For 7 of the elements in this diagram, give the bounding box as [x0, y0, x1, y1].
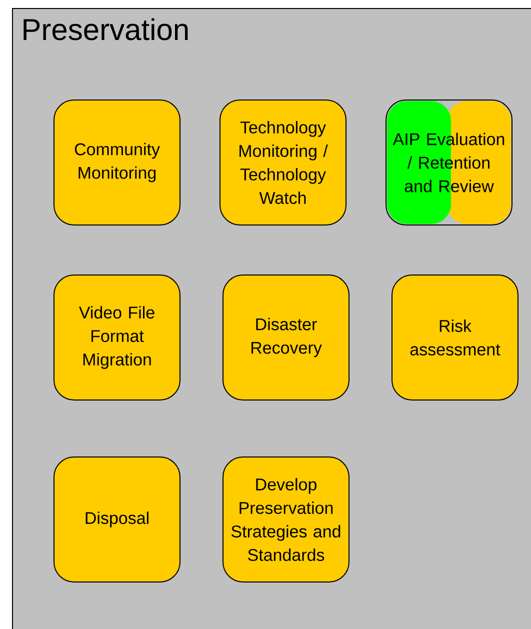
process-box: Community Monitoring	[54, 100, 180, 226]
process-box: Disaster Recovery	[222, 274, 350, 400]
process-box: Develop Preservation Strategies and Standards	[222, 456, 350, 582]
process-box: Technology Monitoring / Technology Watch	[220, 100, 346, 226]
process-box: Disposal	[54, 456, 180, 582]
process-box: Video File Format Migration	[54, 274, 180, 400]
process-box: Risk assessment	[392, 274, 518, 400]
